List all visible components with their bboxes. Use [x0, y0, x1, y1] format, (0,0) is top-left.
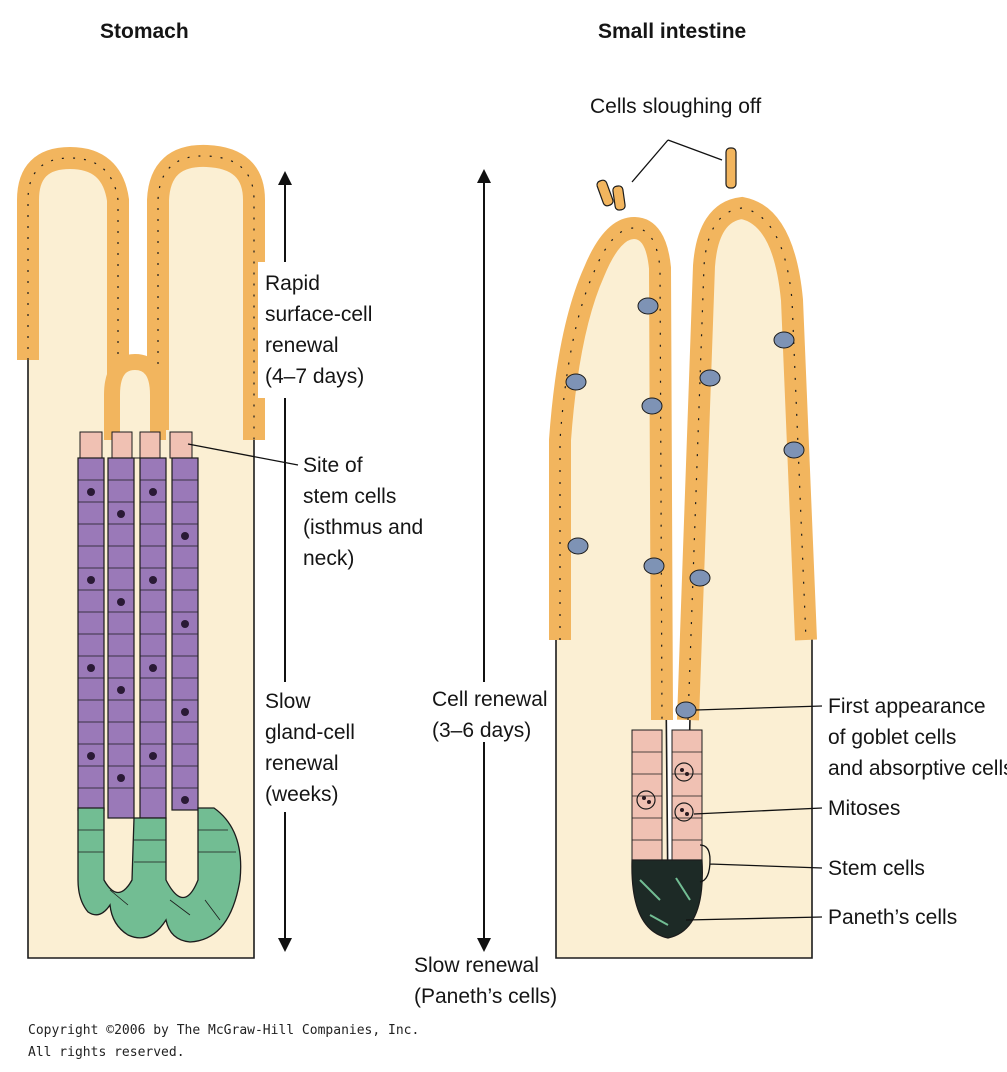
stomach-surface-epithelium-right — [147, 144, 265, 440]
stem-cells-label: Stem cells — [828, 857, 925, 880]
paneth-label: Paneth’s cells — [828, 906, 957, 929]
stomach-slow-label: Slow gland-cell renewal (weeks) — [265, 690, 361, 806]
copyright-notice: Copyright ©2006 by The McGraw-Hill Compa… — [28, 1023, 427, 1060]
stomach-stem-label: Site of stem cells (isthmus and neck) — [303, 454, 429, 570]
stomach-stem-pointer — [187, 443, 299, 466]
goblet-cells — [565, 297, 805, 719]
stomach-rapid-label: Rapid surface-cell renewal (4–7 days) — [265, 272, 378, 388]
stomach-title: Stomach — [100, 20, 189, 43]
stomach-central-fold — [104, 353, 166, 440]
stomach-gland-cells — [77, 457, 199, 819]
stomach-base-cells — [77, 807, 242, 943]
stomach-panel: Stomach — [17, 20, 429, 959]
paneth-cells — [631, 859, 703, 939]
intestine-panel: Small intestine — [414, 20, 1007, 1008]
sloughing-label: Cells sloughing off — [590, 95, 761, 118]
sloughing-pointer — [631, 139, 723, 183]
intestine-renewal-label: Cell renewal (3–6 days) — [432, 688, 553, 742]
crypt-cells — [631, 729, 703, 861]
intestine-pointers — [685, 705, 823, 921]
mitoses-label: Mitoses — [828, 797, 900, 820]
intestine-title: Small intestine — [598, 20, 746, 43]
goblet-label: First appearance of goblet cells and abs… — [828, 695, 1007, 780]
sloughing-cells — [596, 147, 737, 211]
slow-renewal-label: Slow renewal (Paneth’s cells) — [414, 954, 557, 1008]
intestine-villus-epithelium-right — [677, 196, 817, 721]
